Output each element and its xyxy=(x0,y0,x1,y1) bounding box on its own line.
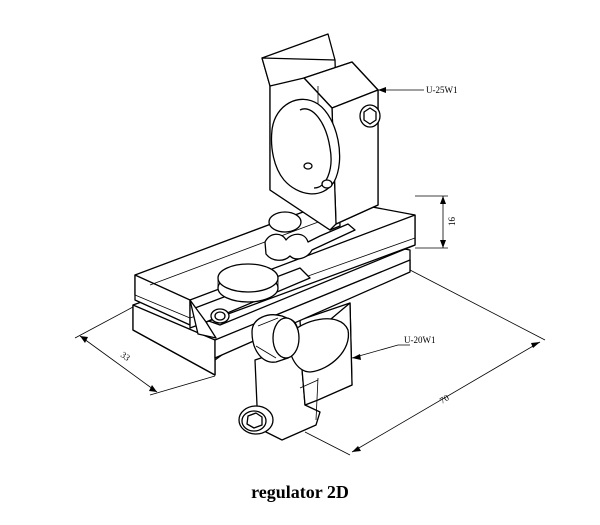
callout-top-leader xyxy=(378,87,424,93)
adjust-knob-top xyxy=(217,263,279,303)
dimension-height-lines xyxy=(415,195,448,249)
dimension-length: 70 xyxy=(438,392,451,406)
upper-clamp xyxy=(261,33,379,231)
callout-bottom-clamp: U-20W1 xyxy=(404,335,436,345)
callout-top-clamp: U-25W1 xyxy=(426,85,458,95)
dimension-depth: 33 xyxy=(119,350,133,364)
adjust-knob-side xyxy=(251,314,300,363)
plate-hole xyxy=(268,211,302,233)
lower-hex-screw xyxy=(238,405,274,435)
dimension-height: 16 xyxy=(447,217,457,227)
bar-screw xyxy=(210,308,230,324)
diagram-caption: regulator 2D xyxy=(251,482,349,502)
callout-bottom-leader xyxy=(351,344,410,360)
dimension-length-lines xyxy=(304,269,546,456)
upper-hex-screw xyxy=(359,104,381,128)
dimension-depth-lines xyxy=(74,306,216,396)
lower-clamp xyxy=(254,302,353,441)
